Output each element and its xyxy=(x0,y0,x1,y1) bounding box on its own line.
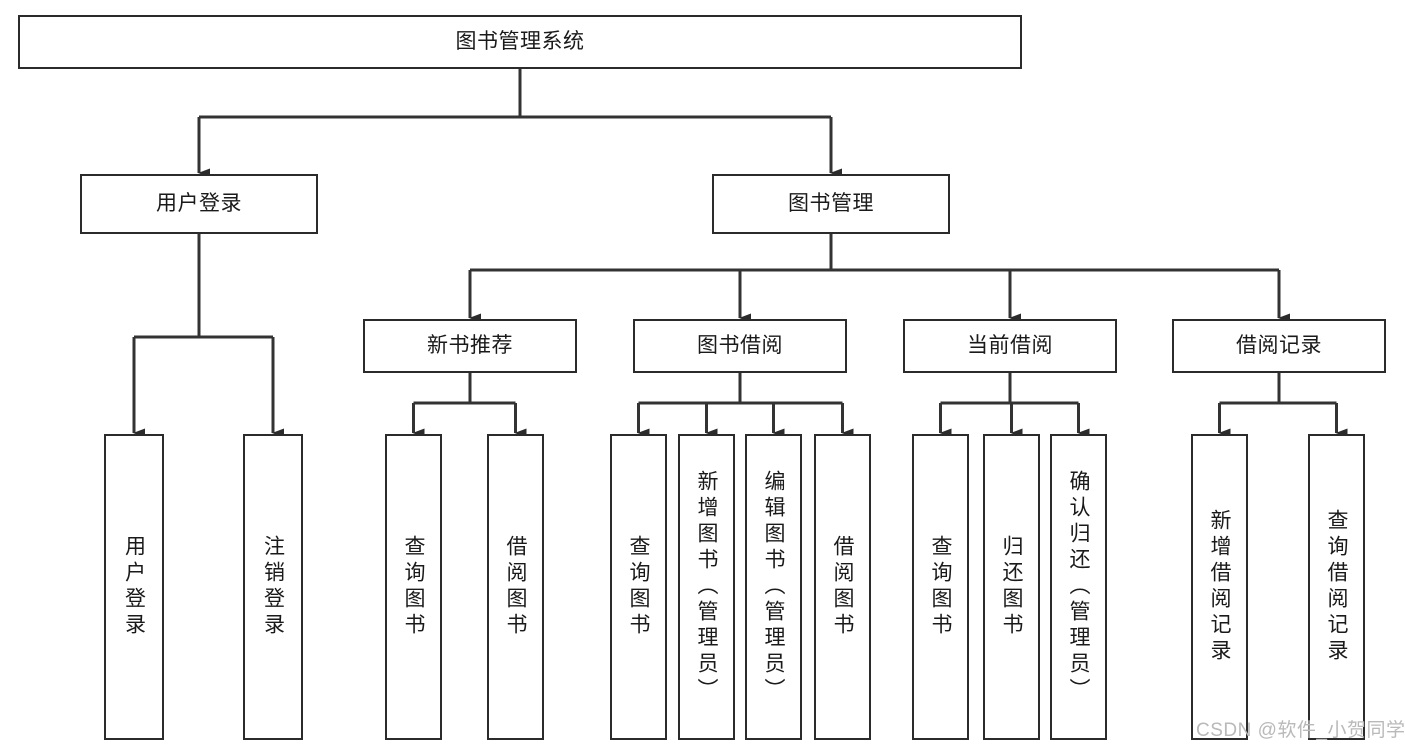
node-label: 当前借阅 xyxy=(967,334,1053,358)
node-b2[interactable]: 新增图书（管理员） xyxy=(678,434,735,740)
node-bookmgmt[interactable]: 图书管理 xyxy=(712,174,950,234)
node-n1[interactable]: 查询图书 xyxy=(385,434,442,740)
node-l1[interactable]: 用户登录 xyxy=(104,434,164,740)
node-borrow[interactable]: 图书借阅 xyxy=(633,319,847,373)
node-label: 图书管理系统 xyxy=(455,30,585,54)
node-label: 确认归还（管理员） xyxy=(1067,470,1090,704)
node-records[interactable]: 借阅记录 xyxy=(1172,319,1386,373)
node-b1[interactable]: 查询图书 xyxy=(610,434,667,740)
node-l2[interactable]: 注销登录 xyxy=(243,434,303,740)
node-b3[interactable]: 编辑图书（管理员） xyxy=(745,434,802,740)
node-label: 查询图书 xyxy=(929,535,952,639)
node-label: 查询图书 xyxy=(402,535,425,639)
node-label: 查询借阅记录 xyxy=(1325,509,1348,665)
node-login[interactable]: 用户登录 xyxy=(80,174,318,234)
node-label: 编辑图书（管理员） xyxy=(762,470,785,704)
node-root[interactable]: 图书管理系统 xyxy=(18,15,1022,69)
node-b4[interactable]: 借阅图书 xyxy=(814,434,871,740)
node-current[interactable]: 当前借阅 xyxy=(903,319,1117,373)
node-n2[interactable]: 借阅图书 xyxy=(487,434,544,740)
node-label: 新增借阅记录 xyxy=(1208,509,1231,665)
node-label: 新书推荐 xyxy=(427,334,513,358)
node-label: 注销登录 xyxy=(261,535,285,639)
node-label: 图书借阅 xyxy=(697,334,783,358)
node-label: 用户登录 xyxy=(156,192,242,216)
csdn-watermark: CSDN @软件_小贺同学 xyxy=(1196,720,1405,741)
node-c1[interactable]: 查询图书 xyxy=(912,434,969,740)
node-label: 用户登录 xyxy=(122,535,146,639)
node-c2[interactable]: 归还图书 xyxy=(983,434,1040,740)
node-label: 新增图书（管理员） xyxy=(695,470,718,704)
node-label: 借阅图书 xyxy=(504,535,527,639)
node-label: 归还图书 xyxy=(1000,535,1023,639)
node-label: 查询图书 xyxy=(627,535,650,639)
node-label: 借阅记录 xyxy=(1236,334,1322,358)
node-label: 借阅图书 xyxy=(831,535,854,639)
node-c3[interactable]: 确认归还（管理员） xyxy=(1050,434,1107,740)
node-r2[interactable]: 查询借阅记录 xyxy=(1308,434,1365,740)
node-label: 图书管理 xyxy=(788,192,874,216)
node-newbook[interactable]: 新书推荐 xyxy=(363,319,577,373)
node-r1[interactable]: 新增借阅记录 xyxy=(1191,434,1248,740)
edge-group xyxy=(132,69,1348,438)
